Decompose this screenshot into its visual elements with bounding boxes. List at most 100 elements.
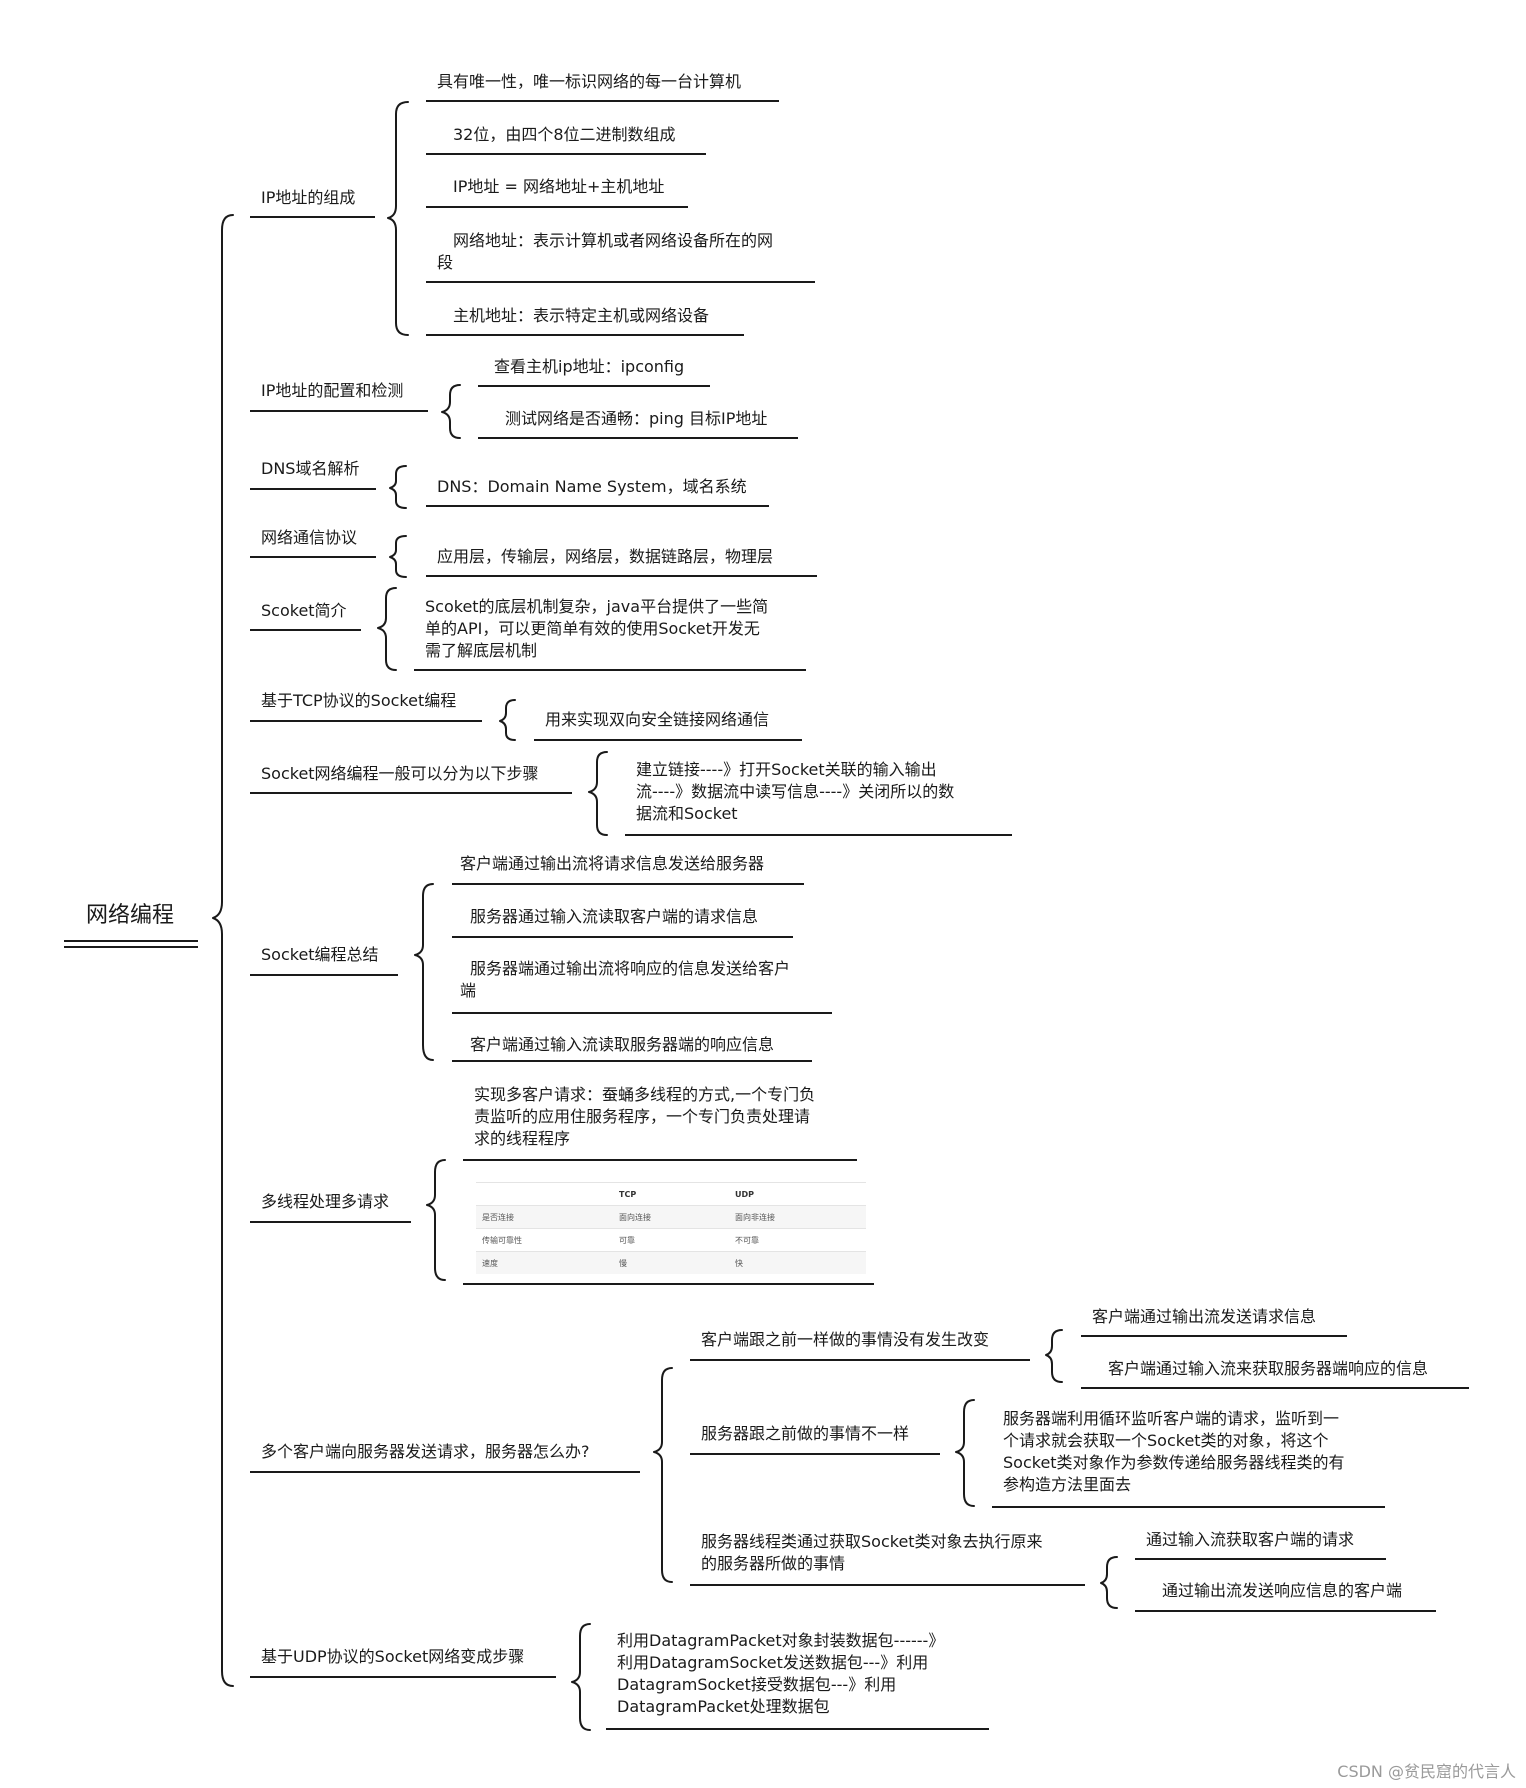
underline xyxy=(426,206,688,208)
underline xyxy=(250,410,428,412)
underline xyxy=(250,1471,640,1473)
node-server-label: 服务器跟之前做的事情不一样 xyxy=(701,1424,910,1443)
node-config-item-1: 查看主机ip地址：ipconfig xyxy=(494,357,685,376)
underline xyxy=(426,575,817,577)
table-cell: 可靠 xyxy=(613,1228,729,1252)
underline xyxy=(426,334,744,336)
table-row: 传输可靠性 可靠 不可靠 xyxy=(476,1228,866,1252)
brace-client xyxy=(1045,1329,1063,1383)
underline xyxy=(452,936,793,938)
node-multithread-label: 多线程处理多请求 xyxy=(261,1192,390,1211)
node-thread-label: 服务器线程类通过获取Socket类对象去执行原来 的服务器所做的事情 xyxy=(701,1532,1043,1573)
underline xyxy=(690,1359,1030,1361)
table-header: TCP xyxy=(613,1182,729,1206)
brace-steps xyxy=(588,751,608,836)
node-config-label: IP地址的配置和检测 xyxy=(261,381,404,400)
table-cell: 面向连接 xyxy=(613,1205,729,1229)
node-config-item-2: 测试网络是否通畅：ping 目标IP地址 xyxy=(505,409,768,428)
table-cell: 传输可靠性 xyxy=(476,1228,614,1252)
node-multithread-item-1: 实现多客户请求：蚕蛹多线程的方式,一个专门负 责监听的应用住服务程序，一个专门负… xyxy=(474,1085,816,1148)
root-node: 网络编程 xyxy=(86,903,175,928)
node-summary-item-3: 服务器端通过输出流将响应的信息发送给客户 端 xyxy=(460,959,791,1000)
node-ip-label: IP地址的组成 xyxy=(261,188,356,207)
brace-thread xyxy=(1100,1556,1118,1609)
node-ip-item-3: IP地址 = 网络地址+主机地址 xyxy=(453,177,665,196)
node-tcp-label: 基于TCP协议的Socket编程 xyxy=(261,691,457,710)
underline xyxy=(426,100,779,102)
node-client-item-2: 客户端通过输入流来获取服务器端响应的信息 xyxy=(1108,1359,1429,1378)
table-cell: 慢 xyxy=(613,1251,729,1274)
underline xyxy=(478,385,710,387)
node-ip-item-2: 32位，由四个8位二进制数组成 xyxy=(453,125,676,144)
underline xyxy=(250,720,482,722)
underline xyxy=(463,1159,857,1161)
node-summary-item-1: 客户端通过输出流将请求信息发送给服务器 xyxy=(460,854,765,873)
underline xyxy=(1081,1335,1347,1337)
underline xyxy=(992,1506,1385,1508)
brace-multi-client xyxy=(653,1367,673,1583)
table-cell: 面向非连接 xyxy=(728,1205,866,1229)
underline xyxy=(478,437,798,439)
brace-ip xyxy=(387,101,409,336)
underline xyxy=(452,883,804,885)
node-udp-item-1: 利用DatagramPacket对象封装数据包------》 利用Datagra… xyxy=(617,1631,945,1716)
table-row: 速度 慢 快 xyxy=(476,1251,866,1274)
table-header: UDP xyxy=(728,1182,866,1206)
root-underline xyxy=(64,940,198,942)
node-steps-label: Socket网络编程一般可以分为以下步骤 xyxy=(261,764,539,783)
brace-root xyxy=(212,214,234,1687)
node-client-label: 客户端跟之前一样做的事情没有发生改变 xyxy=(701,1330,990,1349)
node-socket-intro-item-1: Scoket的底层机制复杂，java平台提供了一些简 单的API，可以更简单有效… xyxy=(425,597,769,660)
root-underline-2 xyxy=(64,946,198,948)
brace-config xyxy=(441,384,461,439)
underline xyxy=(534,739,802,741)
brace-tcp xyxy=(499,699,516,741)
underline xyxy=(606,1728,989,1730)
node-dns-label: DNS域名解析 xyxy=(261,459,360,478)
underline xyxy=(250,556,376,558)
brace-multithread xyxy=(426,1159,446,1281)
node-summary-item-2: 服务器通过输入流读取客户端的请求信息 xyxy=(470,907,759,926)
underline xyxy=(1135,1558,1386,1560)
underline xyxy=(690,1584,1085,1586)
node-thread-item-2: 通过输出流发送响应信息的客户端 xyxy=(1162,1581,1403,1600)
node-thread-item-1: 通过输入流获取客户端的请求 xyxy=(1146,1530,1355,1549)
underline xyxy=(690,1453,940,1455)
brace-socket-intro xyxy=(377,587,397,671)
table-row: 是否连接 面向连接 面向非连接 xyxy=(476,1205,866,1229)
underline xyxy=(452,1012,832,1014)
node-udp-label: 基于UDP协议的Socket网络变成步骤 xyxy=(261,1647,525,1666)
node-protocol-label: 网络通信协议 xyxy=(261,528,358,547)
brace-server xyxy=(955,1399,975,1507)
underline xyxy=(250,974,398,976)
node-client-item-1: 客户端通过输出流发送请求信息 xyxy=(1092,1307,1317,1326)
table-cell: 速度 xyxy=(476,1251,614,1274)
node-dns-item-1: DNS：Domain Name System，域名系统 xyxy=(437,477,747,496)
brace-udp xyxy=(571,1623,591,1731)
underline xyxy=(625,834,1012,836)
node-summary-item-4: 客户端通过输入流读取服务器端的响应信息 xyxy=(470,1035,775,1054)
underline xyxy=(250,488,376,490)
underline xyxy=(250,1221,411,1223)
underline xyxy=(250,792,572,794)
table-cell: 不可靠 xyxy=(728,1228,866,1252)
node-ip-item-5: 主机地址：表示特定主机或网络设备 xyxy=(453,306,710,325)
node-multi-client-label: 多个客户端向服务器发送请求，服务器怎么办? xyxy=(261,1442,590,1461)
underline xyxy=(414,669,806,671)
table-cell: 快 xyxy=(728,1251,866,1274)
table-cell: 是否连接 xyxy=(476,1205,614,1229)
node-summary-label: Socket编程总结 xyxy=(261,945,379,964)
node-steps-item-1: 建立链接----》打开Socket关联的输入输出 流----》数据流中读写信息-… xyxy=(636,760,955,823)
brace-summary xyxy=(414,883,434,1061)
node-socket-intro-label: Scoket简介 xyxy=(261,601,347,620)
node-tcp-item-1: 用来实现双向安全链接网络通信 xyxy=(545,710,770,729)
brace-dns xyxy=(389,465,407,509)
tcp-udp-comparison-table: TCP UDP 是否连接 面向连接 面向非连接 传输可靠性 可靠 不可靠 速度 … xyxy=(476,1182,866,1274)
underline xyxy=(463,1283,874,1285)
underline xyxy=(426,153,706,155)
node-ip-item-4: 网络地址：表示计算机或者网络设备所在的网 段 xyxy=(437,231,774,272)
node-protocol-item-1: 应用层，传输层，网络层，数据链路层，物理层 xyxy=(437,547,774,566)
underline xyxy=(250,216,375,218)
underline xyxy=(426,505,769,507)
underline xyxy=(250,1676,556,1678)
